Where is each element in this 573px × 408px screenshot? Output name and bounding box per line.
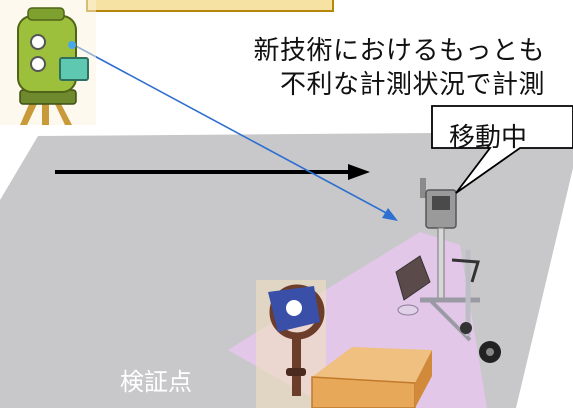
- motion-arrow-head: [348, 164, 370, 180]
- laser-scanner-cart-icon: [395, 178, 501, 363]
- measurement-line-arrowhead: [382, 208, 398, 221]
- caption-line-2: 不利な計測状況で計測: [279, 70, 545, 100]
- box-icon: [311, 347, 432, 408]
- callout-bubble: [431, 105, 573, 194]
- caption-line-1: 新技術におけるもっとも: [253, 36, 545, 66]
- total-station-icon: [0, 0, 96, 125]
- measurement-line: [73, 44, 391, 216]
- verification-point-label: 検証点: [120, 368, 192, 396]
- callout-text: 移動中: [448, 123, 527, 153]
